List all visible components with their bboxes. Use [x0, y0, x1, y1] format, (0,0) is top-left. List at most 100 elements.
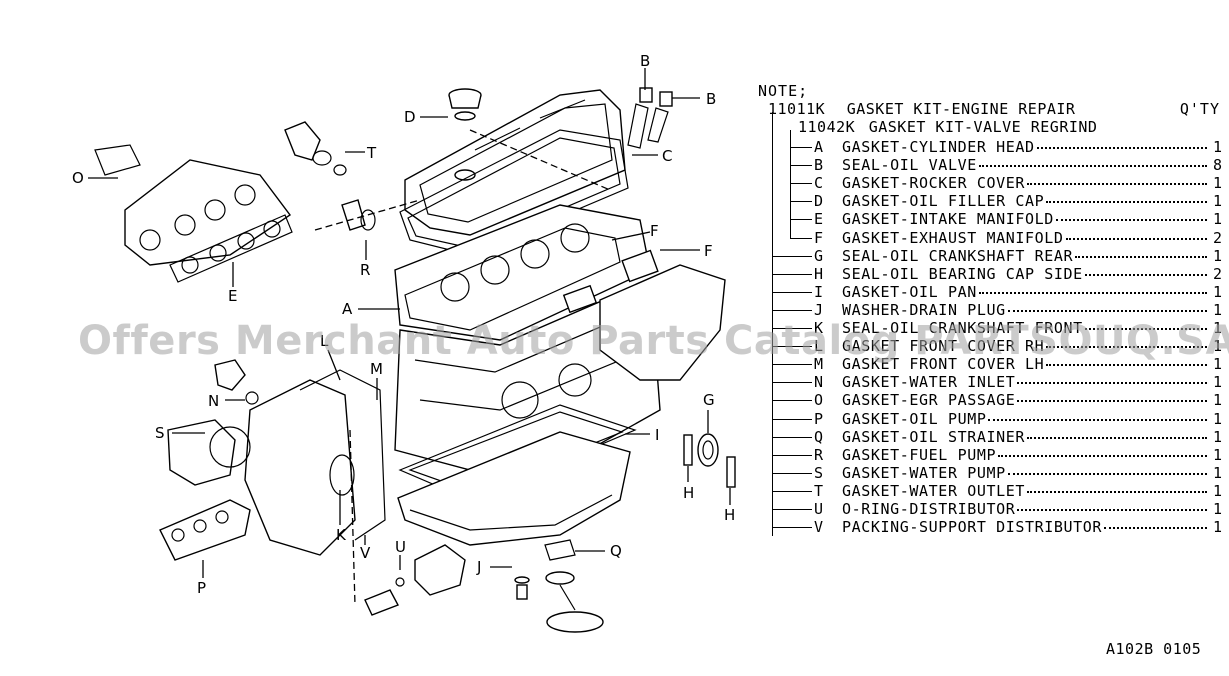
water-outlet: [284, 121, 347, 176]
tree-branch: [772, 418, 812, 420]
callout-u: U: [395, 538, 406, 556]
part-code: P: [814, 409, 824, 428]
kit-main: 11011K GASKET KIT-ENGINE REPAIR: [768, 100, 1075, 118]
part-qty: 8: [1212, 156, 1222, 175]
tree-branch: [772, 400, 812, 402]
callout-h-left: H: [683, 484, 694, 502]
callout-c: C: [662, 147, 672, 165]
leader-dots: [1008, 309, 1207, 312]
front-cover: [167, 359, 386, 556]
part-name: GASKET-FUEL PUMP: [842, 445, 997, 464]
leader-dots: [1027, 436, 1207, 439]
callout-v: V: [360, 544, 371, 562]
leader-dots: [979, 291, 1207, 294]
tree-branch: [790, 201, 812, 203]
leader-dots: [1027, 490, 1207, 493]
part-name: SEAL-OIL CRANKSHAFT REAR: [842, 246, 1074, 265]
part-qty: 2: [1212, 228, 1222, 247]
callout-f-right: F: [704, 242, 713, 260]
tree-branch: [790, 147, 812, 148]
callout-b-top: B: [640, 52, 650, 70]
part-name: GASKET FRONT COVER RH: [842, 337, 1045, 356]
part-name: O-RING-DISTRIBUTOR: [842, 500, 1016, 518]
tree-branch: [772, 364, 812, 366]
part-qty: 1: [1212, 319, 1222, 337]
part-qty: 1: [1212, 282, 1222, 301]
note-label: NOTE;: [758, 82, 809, 100]
part-name: SEAL-OIL CRANKSHAFT FRONT: [842, 319, 1083, 337]
part-qty: 1: [1212, 500, 1222, 518]
oil-pump: [159, 499, 251, 561]
rocker-cover-gasket: [399, 129, 629, 256]
callout-f-top: F: [650, 222, 659, 240]
part-name: GASKET-CYLINDER HEAD: [842, 138, 1035, 156]
tree-branch: [790, 183, 812, 185]
leader-dots: [1017, 400, 1207, 403]
kit-main-name: GASKET KIT-ENGINE REPAIR: [846, 100, 1076, 118]
page-code: A102B 0105: [1106, 640, 1202, 658]
callout-q: Q: [610, 542, 622, 560]
part-name: GASKET-OIL STRAINER: [842, 427, 1025, 446]
rocker-cover: [404, 89, 626, 236]
part-code: Q: [814, 427, 824, 446]
part-qty: 1: [1212, 300, 1222, 319]
callout-n: N: [208, 392, 219, 410]
kit-sub: 11042K GASKET KIT-VALVE REGRIND: [798, 118, 1097, 136]
part-code: D: [814, 192, 824, 211]
leader-dots: [1008, 472, 1207, 475]
callout-j: J: [476, 558, 481, 576]
tree-branch: [772, 490, 812, 492]
tree-branch: [772, 509, 812, 510]
tree-branch: [772, 472, 812, 474]
part-qty: 1: [1212, 192, 1222, 211]
callout-e: E: [228, 287, 237, 305]
valve-seals: [627, 87, 673, 149]
part-name: GASKET-EXHAUST MANIFOLD: [842, 228, 1064, 247]
tree-line-main: [772, 112, 773, 536]
part-name: GASKET-INTAKE MANIFOLD: [842, 210, 1054, 229]
kit-sub-name: GASKET KIT-VALVE REGRIND: [868, 118, 1098, 136]
tree-branch: [772, 273, 812, 275]
tree-branch: [772, 436, 812, 438]
leader-dots: [998, 454, 1207, 457]
distributor: [364, 544, 466, 616]
part-name: GASKET-OIL PUMP: [842, 409, 987, 428]
callout-g: G: [703, 391, 715, 409]
part-qty: 1: [1212, 373, 1222, 392]
leader-dots: [1085, 273, 1207, 276]
part-qty: 2: [1212, 264, 1222, 283]
tree-branch: [772, 291, 812, 293]
oil-strainer: [544, 539, 604, 633]
part-code: M: [814, 355, 824, 374]
leader-dots: [1046, 364, 1207, 367]
part-name: SEAL-OIL VALVE: [842, 156, 977, 175]
kit-sub-code: 11042K: [798, 118, 856, 136]
part-name: GASKET-WATER INLET: [842, 373, 1016, 392]
leader-dots: [1027, 183, 1207, 186]
tree-branch: [790, 165, 812, 167]
leader-dots: [988, 418, 1207, 421]
part-qty: 1: [1212, 445, 1222, 464]
callout-p: P: [197, 579, 206, 597]
callout-m: M: [370, 360, 383, 378]
part-qty: 1: [1212, 138, 1222, 156]
part-name: GASKET-OIL FILLER CAP: [842, 192, 1045, 211]
callout-b-right: B: [706, 90, 716, 108]
part-name: GASKET-WATER OUTLET: [842, 481, 1025, 500]
exploded-engine-diagram: B B C D T O E R A F F M N S L G I H H K …: [72, 52, 736, 633]
part-name: GASKET-OIL PAN: [842, 282, 977, 301]
callout-d: D: [404, 108, 416, 126]
part-name: WASHER-DRAIN PLUG: [842, 300, 1006, 319]
part-qty: 1: [1212, 210, 1222, 229]
part-code: N: [814, 373, 824, 392]
callout-s: S: [155, 424, 165, 442]
part-code: J: [814, 300, 824, 319]
